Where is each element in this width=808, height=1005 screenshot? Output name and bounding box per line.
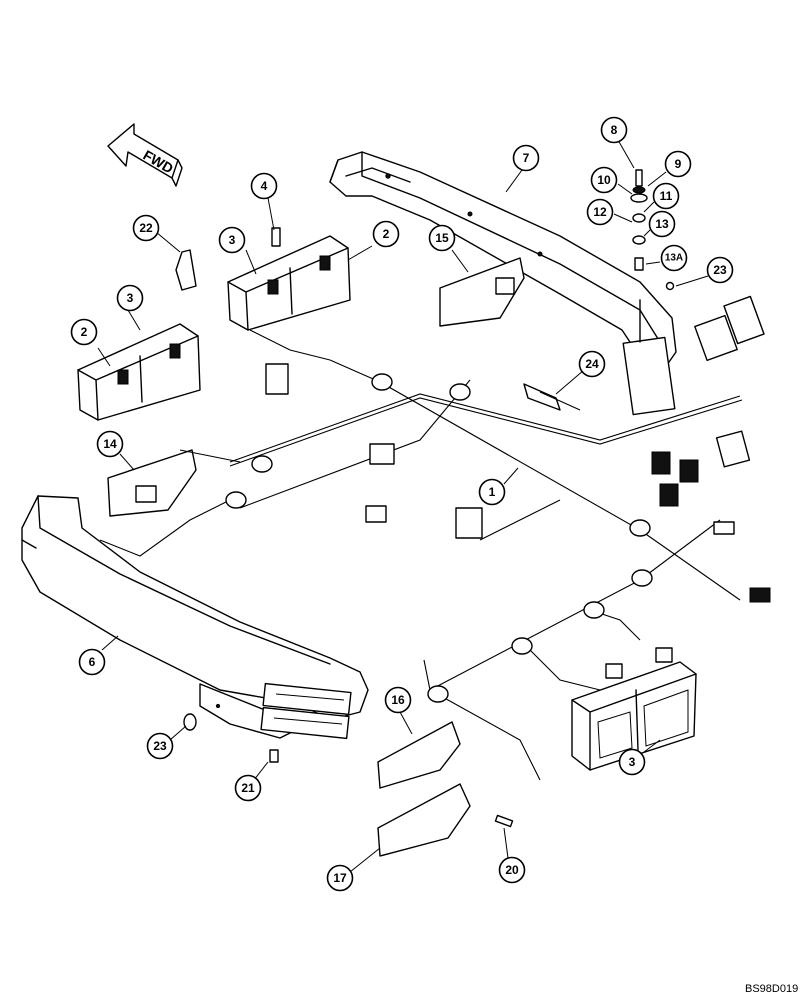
callout-6: 6: [78, 648, 106, 676]
wiring-harness: [99, 329, 743, 781]
callout-9: 9: [664, 150, 692, 178]
callout-4: 4: [250, 172, 278, 200]
callout-label: 24: [585, 357, 599, 371]
callout-label: 12: [593, 205, 607, 219]
callout-label: 17: [333, 871, 347, 885]
grommets: [225, 373, 653, 703]
callout-23a: 23: [706, 256, 734, 284]
marker-lamp-left: [107, 449, 197, 517]
callout-14: 14: [96, 430, 124, 458]
callout-label: 3: [229, 233, 236, 247]
work-lamp-pair-rear: [571, 647, 697, 771]
callout-label: 2: [81, 325, 88, 339]
lens-16: [377, 721, 461, 789]
work-lamp-pair-left: [77, 323, 201, 421]
callout-label: 16: [391, 693, 405, 707]
callout-13a: 13A: [660, 244, 688, 272]
work-lamp-pair-right: [227, 235, 351, 331]
callout-3a: 3: [218, 226, 246, 254]
front-roof-bar: [21, 495, 369, 740]
lens-17: [377, 783, 471, 857]
callout-label: 9: [675, 157, 682, 171]
callout-2a: 2: [70, 318, 98, 346]
callout-7: 7: [512, 144, 540, 172]
callout-1: 1: [478, 478, 506, 506]
marker-lamp-right: [439, 257, 525, 327]
callout-10: 10: [590, 166, 618, 194]
callout-20: 20: [498, 856, 526, 884]
misc-hardware: [175, 227, 561, 828]
callout-23b: 23: [146, 732, 174, 760]
callout-label: 21: [241, 781, 255, 795]
callout-label: 20: [505, 863, 519, 877]
document-id: BS98D019: [745, 983, 798, 995]
callout-8: 8: [600, 116, 628, 144]
callout-label: 3: [629, 755, 636, 769]
callout-label: 4: [261, 179, 268, 193]
callout-12: 12: [586, 198, 614, 226]
callout-label: 11: [660, 189, 673, 203]
callout-label: 6: [89, 655, 96, 669]
callout-24: 24: [578, 350, 606, 378]
callout-21: 21: [234, 774, 262, 802]
callout-label: 15: [435, 231, 449, 245]
callout-label: 23: [713, 263, 727, 277]
connectors: [265, 295, 771, 603]
callout-3c: 3: [618, 748, 646, 776]
callout-label: 10: [597, 173, 611, 187]
callout-label: 7: [523, 151, 530, 165]
callout-label: 22: [139, 221, 153, 235]
leader-lines: [97, 139, 709, 873]
hardware-stack: [630, 169, 675, 291]
rear-roof-bar: [329, 151, 677, 416]
callout-label: 14: [103, 437, 117, 451]
callout-label: 1: [489, 485, 496, 499]
callout-17: 17: [326, 864, 354, 892]
callout-2b: 2: [372, 220, 400, 248]
forward-arrow-icon: FWD: [107, 123, 183, 187]
callout-16: 16: [384, 686, 412, 714]
callout-label: 23: [153, 739, 167, 753]
callout-label: 3: [127, 291, 134, 305]
callout-label: 2: [383, 227, 390, 241]
callout-label: 13A: [665, 253, 683, 264]
callout-22: 22: [132, 214, 160, 242]
callout-13: 13: [648, 210, 676, 238]
callout-11: 11: [652, 182, 680, 210]
callout-15: 15: [428, 224, 456, 252]
callout-label: 13: [655, 217, 669, 231]
callout-label: 8: [611, 123, 618, 137]
callout-3b: 3: [116, 284, 144, 312]
